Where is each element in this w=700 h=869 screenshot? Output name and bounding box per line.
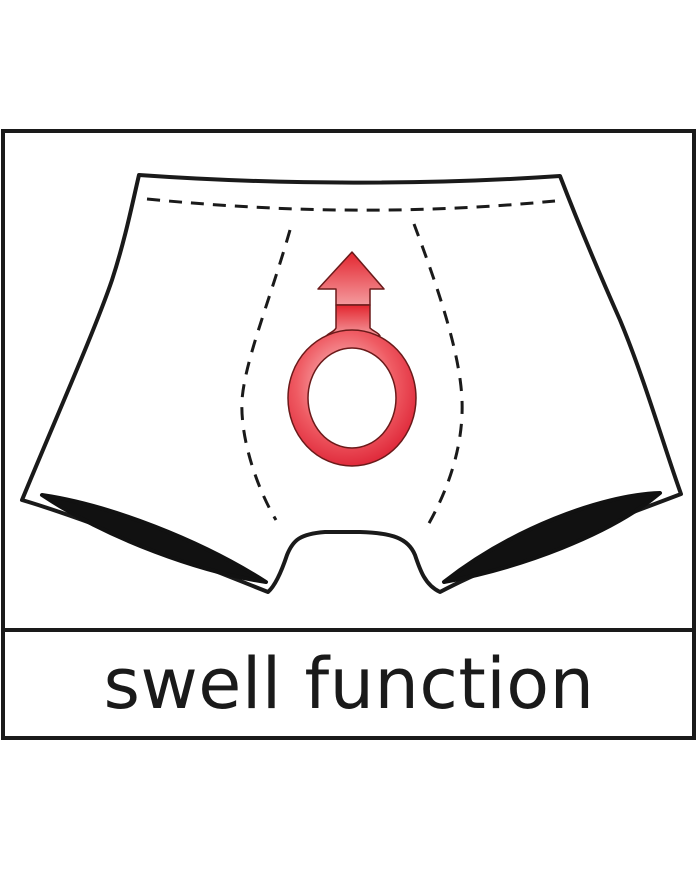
right-pouch-seam	[412, 223, 464, 526]
left-pouch-seam	[240, 229, 292, 521]
right-leg-opening	[442, 491, 662, 584]
left-leg-opening	[40, 493, 268, 584]
caption-label: swell function	[103, 643, 595, 725]
symbol-ring	[287, 329, 417, 467]
male-symbol-icon	[287, 251, 417, 467]
shorts-outline	[20, 173, 683, 594]
boxer-shorts-icon	[20, 173, 683, 594]
waistband-seam	[146, 197, 556, 212]
